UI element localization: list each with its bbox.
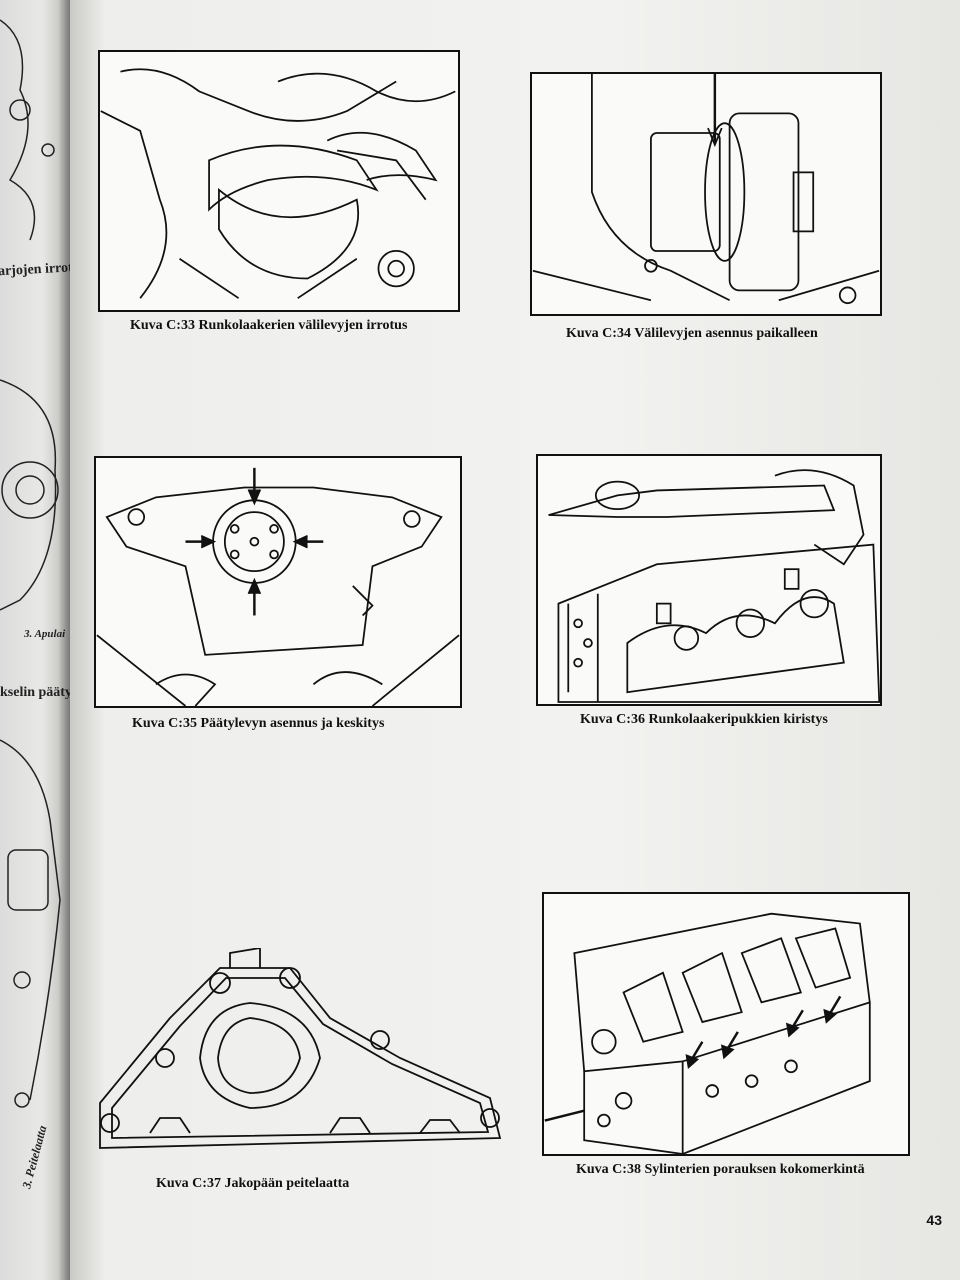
figure-c36 (536, 454, 882, 706)
figure-c37 (80, 948, 520, 1168)
figure-c38 (542, 892, 910, 1156)
figure-c34-drawing (532, 74, 880, 305)
left-page-edge: arjojen irrotus 3. Apulai kselin päätyle… (0, 0, 70, 1280)
caption-c36: Kuva C:36 Runkolaakeripukkien kiristys (580, 712, 828, 727)
caption-c38: Kuva C:38 Sylinterien porauksen kokomerk… (576, 1162, 865, 1177)
figure-c33-drawing (100, 68, 456, 299)
left-caption-2: kselin päätylevy (0, 685, 70, 700)
figure-c33 (98, 50, 460, 312)
book-page: Kuva C:33 Runkolaakerien välilevyjen irr… (70, 0, 960, 1280)
figure-c37-drawing (99, 948, 502, 1149)
figure-c38-drawing (544, 912, 871, 1154)
figure-c35-drawing (96, 467, 460, 706)
left-caption-3: 3. Apulai (24, 628, 66, 640)
figure-c34 (530, 72, 882, 316)
figure-c35 (94, 456, 462, 708)
caption-c33: Kuva C:33 Runkolaakerien välilevyjen irr… (130, 318, 408, 333)
page-number: 43 (926, 1212, 942, 1228)
left-page-drawings (0, 19, 61, 1108)
figure-c36-drawing (548, 469, 880, 703)
caption-c37: Kuva C:37 Jakopään peitelaatta (156, 1176, 350, 1191)
caption-c35: Kuva C:35 Päätylevyn asennus ja keskitys (132, 716, 385, 731)
caption-c34: Kuva C:34 Välilevyjen asennus paikalleen (566, 326, 818, 341)
book-gutter (58, 0, 70, 1280)
